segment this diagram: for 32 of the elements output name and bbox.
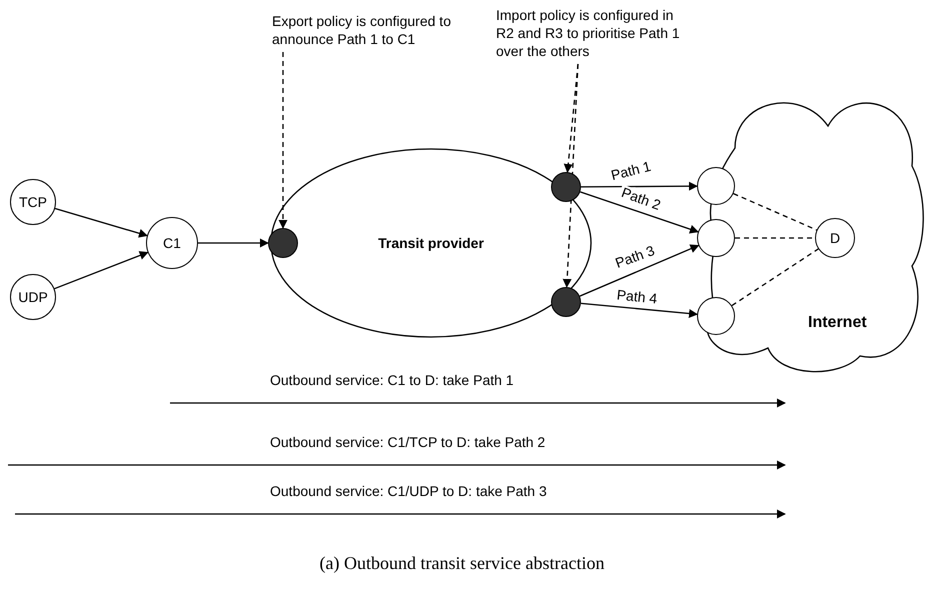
dashed-line	[735, 237, 815, 239]
peer-circle	[697, 167, 735, 205]
cloud-label: Internet	[808, 314, 867, 332]
peer-circle	[697, 219, 735, 257]
router-dot	[551, 172, 581, 202]
leader-line	[278, 52, 288, 229]
destination-circle: D	[815, 218, 855, 258]
customer-circle: C1	[146, 217, 198, 269]
protocol-circle: UDP	[10, 274, 56, 320]
annotation-text: Export policy is configured to announce Path 1 to C1	[272, 12, 458, 48]
annotation-text: Import policy is configured in R2 and R3 to prioritise Path 1 over the others	[496, 6, 682, 60]
leader-line	[564, 64, 579, 173]
caption: (a) Outbound transit service abstraction	[320, 554, 604, 572]
dashed-line	[733, 193, 817, 231]
arrow	[580, 302, 698, 318]
arrow	[54, 251, 149, 290]
peer-circle	[697, 297, 735, 335]
arrow	[580, 244, 700, 297]
router-dot	[268, 228, 298, 258]
service-label: Outbound service: C1 to D: take Path 1	[270, 371, 514, 389]
service-label: Outbound service: C1/TCP to D: take Path 2	[270, 433, 546, 451]
arrow	[581, 182, 698, 191]
node-label: Transit provider	[378, 235, 484, 251]
transit-provider-ellipse	[270, 148, 592, 338]
dashed-line	[732, 248, 819, 306]
arrow	[198, 238, 269, 248]
arrow	[54, 208, 148, 238]
router-dot	[551, 287, 581, 317]
leader-line	[562, 64, 579, 288]
service-label: Outbound service: C1/UDP to D: take Path 3	[270, 482, 547, 500]
arrow	[580, 191, 699, 234]
protocol-circle: TCP	[10, 179, 56, 225]
